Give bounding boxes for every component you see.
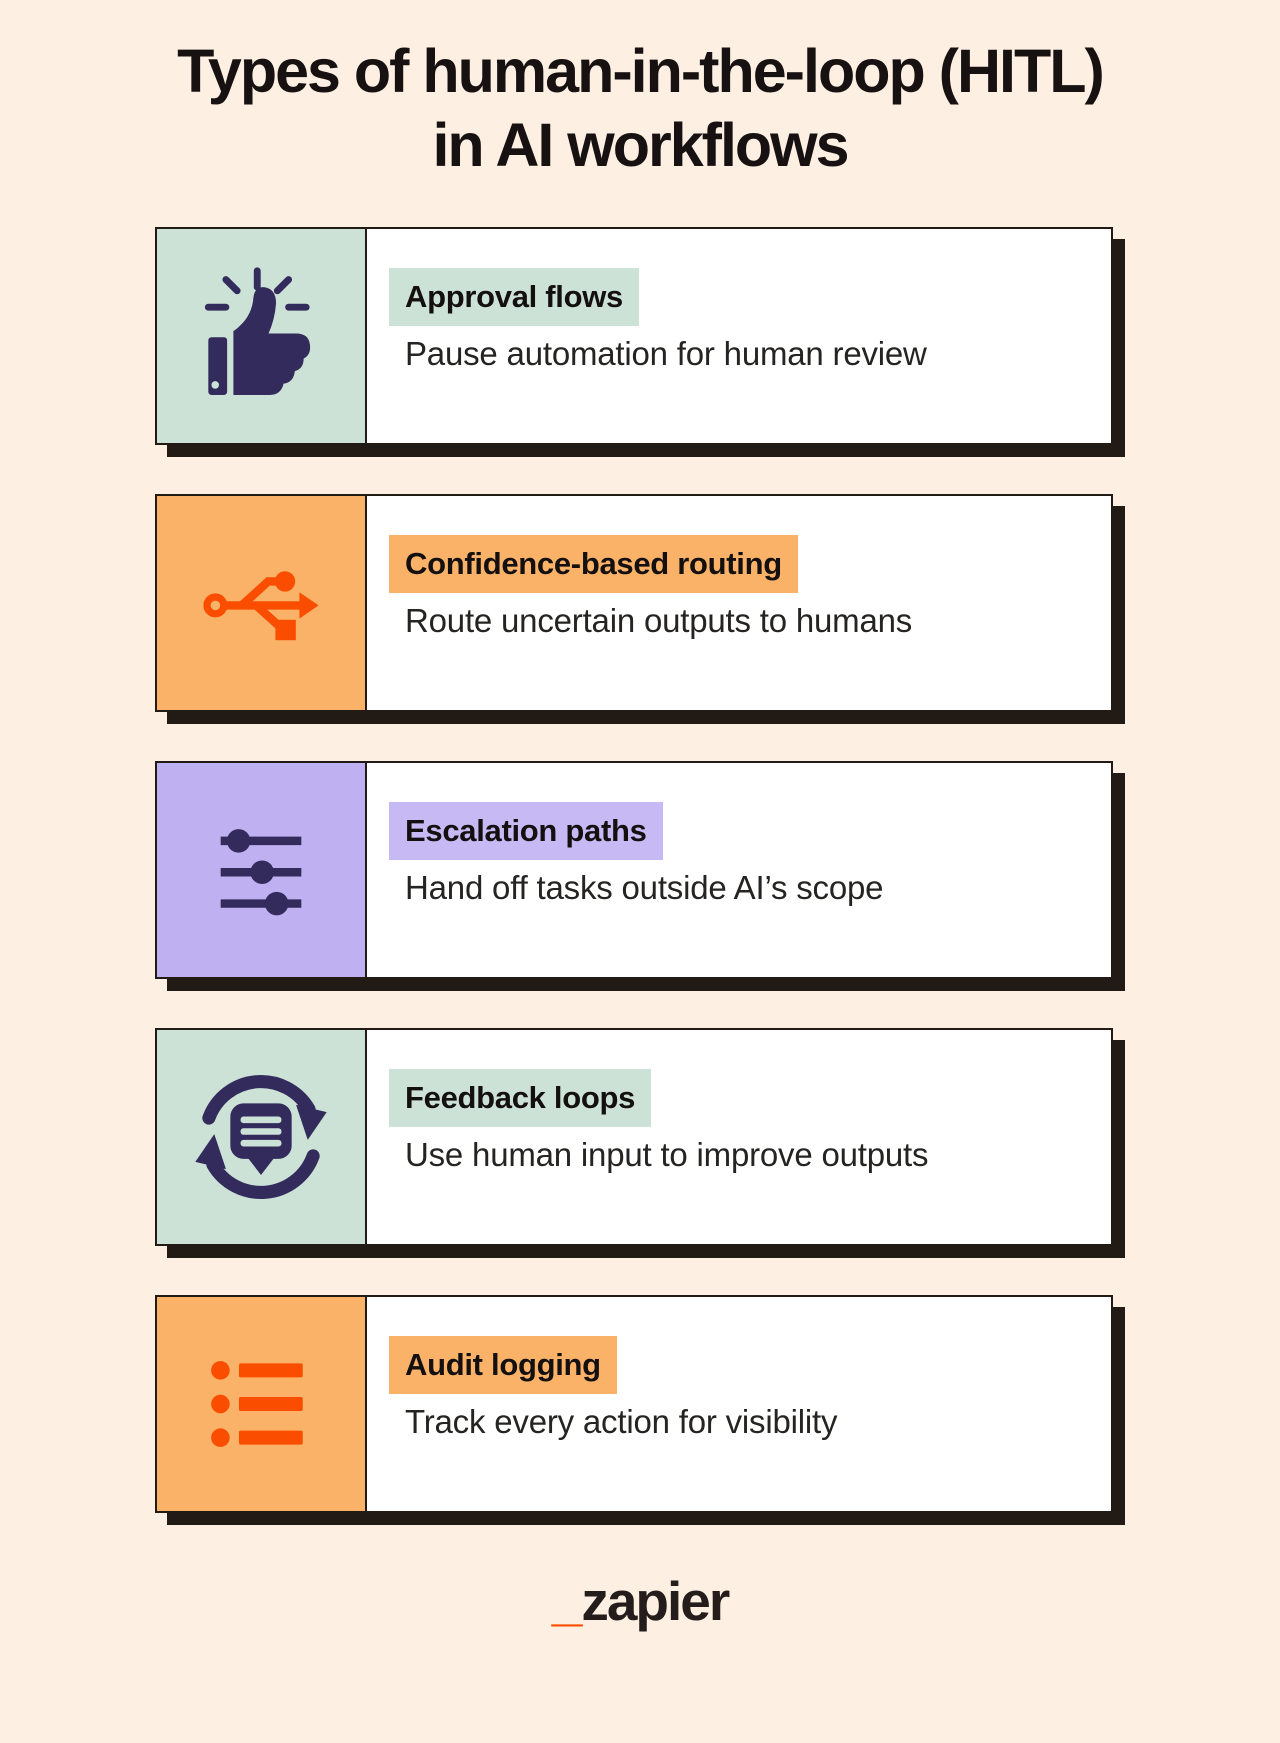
- thumbs-up-burst-icon: [204, 267, 311, 395]
- card-list: Approval flows Pause automation for huma…: [155, 226, 1113, 1513]
- card-title-highlight: Escalation paths: [389, 802, 663, 861]
- bullet-list-icon: [211, 1360, 303, 1447]
- card-description: Route uncertain outputs to humans: [405, 602, 913, 640]
- page-title: Types of human-in-the-loop (HITL) in AI …: [90, 34, 1190, 183]
- footer: _zapier: [0, 1569, 1280, 1633]
- card-content: Escalation paths Hand off tasks outside …: [367, 763, 1111, 977]
- icon-panel: [157, 762, 367, 977]
- card-content: Confidence-based routing Route uncertain…: [367, 496, 1111, 710]
- card-heading: Feedback loops: [389, 1069, 652, 1128]
- usb-branch-icon: [203, 571, 319, 641]
- card-heading: Confidence-based routing: [389, 535, 798, 594]
- card-title-highlight: Audit logging: [389, 1336, 617, 1395]
- card-content: Audit logging Track every action for vis…: [367, 1297, 1111, 1511]
- card-confidence-based-routing: Confidence-based routing Route uncertain…: [155, 493, 1113, 712]
- page-title-line2: in AI workflows: [432, 111, 849, 180]
- logo-underscore: _: [551, 1569, 583, 1632]
- card-audit-logging: Audit logging Track every action for vis…: [155, 1294, 1113, 1513]
- card-escalation-paths: Escalation paths Hand off tasks outside …: [155, 760, 1113, 979]
- card-content: Approval flows Pause automation for huma…: [367, 229, 1111, 443]
- icon-panel: [157, 1029, 367, 1244]
- card-description: Pause automation for human review: [405, 335, 927, 373]
- icon-panel: [157, 495, 367, 710]
- icon-panel: [157, 228, 367, 443]
- card-heading: Approval flows: [389, 268, 639, 327]
- page-title-line1: Types of human-in-the-loop (HITL): [177, 37, 1105, 105]
- feedback-cycle-icon: [195, 1074, 327, 1199]
- card-description: Hand off tasks outside AI’s scope: [405, 869, 884, 907]
- card-feedback-loops: Feedback loops Use human input to improv…: [155, 1027, 1113, 1246]
- card-title-highlight: Confidence-based routing: [389, 535, 798, 594]
- logo-wordmark: zapier: [581, 1569, 730, 1632]
- card-heading: Escalation paths: [389, 802, 663, 861]
- card-content: Feedback loops Use human input to improv…: [367, 1030, 1111, 1244]
- icon-panel: [157, 1296, 367, 1511]
- zapier-logo: _zapier: [551, 1569, 731, 1633]
- card-title-highlight: Approval flows: [389, 268, 639, 327]
- card-description: Track every action for visibility: [405, 1403, 838, 1441]
- card-title-highlight: Feedback loops: [389, 1069, 652, 1128]
- sliders-icon: [220, 828, 302, 916]
- card-heading: Audit logging: [389, 1336, 617, 1395]
- card-approval-flows: Approval flows Pause automation for huma…: [155, 226, 1113, 445]
- card-description: Use human input to improve outputs: [405, 1136, 929, 1174]
